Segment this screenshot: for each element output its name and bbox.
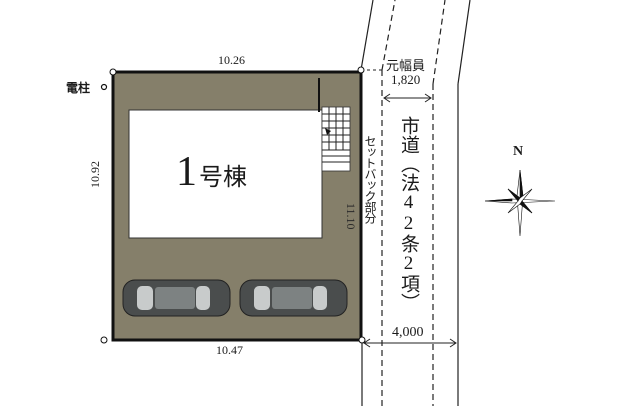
- dimension-top: 10.26: [218, 53, 245, 67]
- setback-label: セットバック部分: [363, 135, 377, 223]
- compass-rose-icon: [484, 169, 556, 237]
- road-name: 市道（法42条2項）: [398, 116, 419, 312]
- building-footprint: [128, 109, 323, 239]
- dimension-right: 11.10: [344, 203, 358, 230]
- dimension-bottom: 10.47: [216, 343, 243, 357]
- utility-pole-label: 電柱: [66, 81, 91, 95]
- dimension-left: 10.92: [88, 161, 102, 188]
- building-number: 1: [176, 149, 197, 195]
- utility-pole-icon: [100, 83, 108, 91]
- compass-north-label: N: [513, 144, 524, 159]
- original-width-value: 1,820: [391, 72, 421, 87]
- car-icon: [239, 279, 348, 317]
- original-width-label: 元幅員: [386, 59, 426, 74]
- required-width-value: 4,000: [392, 325, 424, 340]
- building-label: 1 号棟: [176, 148, 247, 196]
- car-icon: [122, 279, 231, 317]
- building-name: 号棟: [199, 165, 247, 191]
